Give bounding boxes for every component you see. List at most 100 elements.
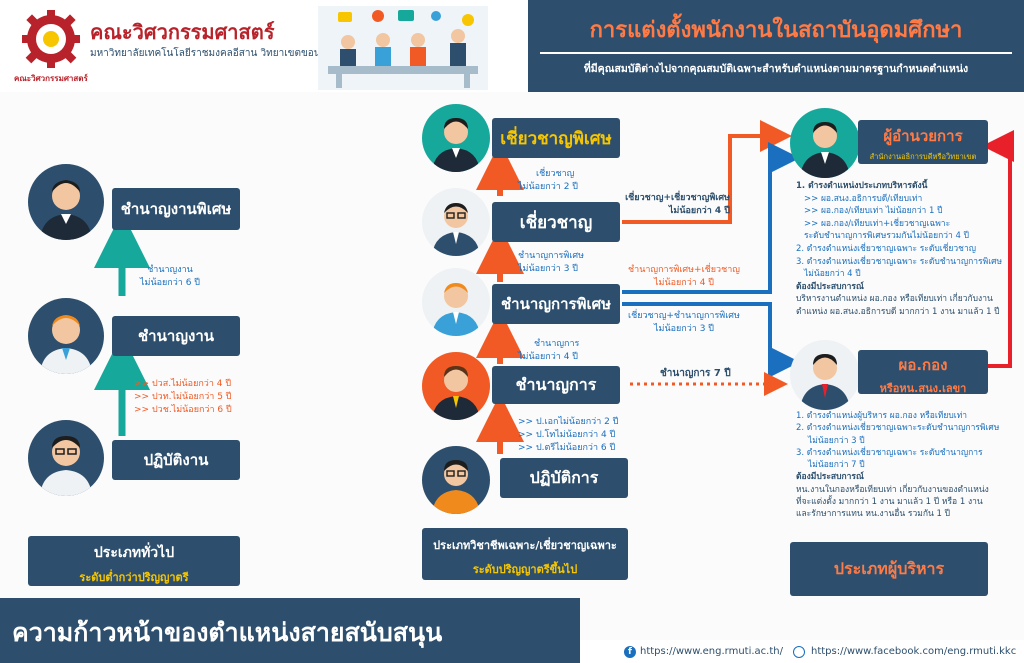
division-req-4: 3. ดำรงตำแหน่งเชี่ยวชาญเฉพาะ ระดับชำนาญก… <box>796 447 983 458</box>
avatar-director <box>790 108 860 178</box>
division-req-5: ไม่น้อยกว่า 7 ปี <box>808 460 865 471</box>
director-req-4: >> ผอ.กอง/เทียบเท่า+เชี่ยวชาญเฉพาะ <box>804 218 951 229</box>
title-divider <box>540 52 1012 54</box>
director-requirements: 1. ดำรงตำแหน่งประเภทบริหารดังนี้ >> ผอ.ส… <box>796 180 1002 319</box>
link-note-2: ชำนาญการพิเศษ+เชี่ยวชาญ ไม่น้อยกว่า 4 ปี <box>628 264 740 290</box>
position-prof-senior: ชำนาญการพิเศษ <box>492 284 620 324</box>
arrow-to-director-1 <box>622 120 792 224</box>
page-title: การแต่งตั้งพนักงานในสถาบันอุดมศึกษา <box>589 18 963 43</box>
position-general-special: ชำนาญงานพิเศษ <box>112 188 240 230</box>
avatar-division <box>790 340 860 410</box>
position-prof-professional: ชำนาญการ <box>492 366 620 404</box>
avatar-general-1 <box>28 164 104 240</box>
req-prof-1-a: เชี่ยวชาญ <box>536 169 575 179</box>
link-note-3-b: ไม่น้อยกว่า 3 ปี <box>653 324 714 334</box>
type-professional: ประเภทวิชาชีพเฉพาะ/เชี่ยวชาญเฉพาะ ระดับป… <box>422 528 628 580</box>
university-name: มหาวิทยาลัยเทคโนโลยีราชมงคลอีสาน วิทยาเข… <box>90 48 340 59</box>
position-general-skilled: ชำนาญงาน <box>112 316 240 356</box>
meeting-illustration <box>318 6 488 90</box>
req-prof-3-a: ชำนาญการ <box>534 339 580 349</box>
avatar-prof-4 <box>422 352 490 420</box>
logo-caption: คณะวิศวกรรมศาสตร์ <box>14 74 88 83</box>
division-sub: หรือหน.สนง.เลขา <box>879 382 967 395</box>
director-req-8: ไม่น้อยกว่า 4 ปี <box>804 269 861 280</box>
req-general-top: ชำนาญงาน ไม่น้อยกว่า 6 ปี <box>140 264 200 290</box>
avatar-general-2 <box>28 298 104 374</box>
link-note-1-a: เชี่ยวชาญ+เชี่ยวชาญพิเศษ <box>625 193 730 203</box>
link-note-1: เชี่ยวชาญ+เชี่ยวชาญพิเศษ ไม่น้อยกว่า 4 ป… <box>622 192 730 218</box>
director-sub: สำนักงานอธิการบดีหรือวิทยาเขต <box>869 152 977 161</box>
website-link[interactable]: https://www.eng.rmuti.ac.th/ <box>640 646 783 657</box>
director-exp-title: ต้องมีประสบการณ์ <box>796 281 864 292</box>
facebook-icon: f <box>624 645 636 658</box>
arrow-division-to-director <box>982 130 1014 368</box>
req-general-top-2: ไม่น้อยกว่า 6 ปี <box>140 278 201 288</box>
type-general-label: ประเภททั่วไป <box>93 545 175 561</box>
director-req-5: ระดับชำนาญการพิเศษรวมกันไม่น้อยกว่า 4 ปี <box>804 231 969 242</box>
facebook-link[interactable]: https://www.facebook.com/eng.rmuti.kkc <box>810 646 1017 657</box>
division-exp-2: ที่จะแต่งตั้ง มากกว่า 1 งาน มาแล้ว 1 ปี … <box>796 497 983 508</box>
req-general-bottom-1: >> ปวส.ไม่น้อยกว่า 4 ปี <box>134 379 232 389</box>
req-prof-3: ชำนาญการ ไม่น้อยกว่า 4 ปี <box>518 338 579 364</box>
footer-title: ความก้าวหน้าของตำแหน่งสายสนับสนุน <box>12 618 443 647</box>
req-general-bottom-3: >> ปวช.ไม่น้อยกว่า 6 ปี <box>134 405 232 415</box>
position-prof-expert: เชี่ยวชาญ <box>492 202 620 242</box>
avatar-prof-2 <box>422 188 490 256</box>
director-exp-2: ตำแหน่ง ผอ.สนง.อธิการบดี มากกว่า 1 งาน ม… <box>796 306 1000 317</box>
arrow-to-director-2 <box>622 142 800 294</box>
director-req-1: 1. ดำรงตำแหน่งประเภทบริหารดังนี้ <box>796 181 928 191</box>
req-prof-4-a: >> ป.เอกไม่น้อยกว่า 2 ปี <box>518 417 619 427</box>
director-exp-1: บริหารงานตำแหน่ง ผอ.กอง หรือเทียบเท่า เก… <box>796 294 993 305</box>
req-prof-4-c: >> ป.ตรีไม่น้อยกว่า 6 ปี <box>518 443 616 453</box>
division-req-3: ไม่น้อยกว่า 3 ปี <box>808 435 865 446</box>
req-prof-4-b: >> ป.โทไม่น้อยกว่า 4 ปี <box>518 430 616 440</box>
director-req-6: 2. ดำรงตำแหน่งเชี่ยวชาญเฉพาะ ระดับเชี่ยว… <box>796 243 976 254</box>
link-note-2-b: ไม่น้อยกว่า 4 ปี <box>653 278 714 288</box>
type-professional-sub: ระดับปริญญาตรีขึ้นไป <box>472 563 578 576</box>
arrow-to-division <box>622 302 800 378</box>
title-banner: การแต่งตั้งพนักงานในสถาบันอุดมศึกษา ที่ม… <box>528 0 1024 92</box>
director-req-3: >> ผอ.กอง/เทียบเท่า ไม่น้อยกว่า 1 ปี <box>804 206 943 217</box>
position-division: ผอ.กอง หรือหน.สนง.เลขา <box>858 350 988 395</box>
position-general-operation: ปฏิบัติงาน <box>112 440 240 480</box>
faculty-name: คณะวิศวกรรมศาสตร์ <box>90 20 275 44</box>
division-req-1: 1. ดำรงตำแหน่งผู้บริหาร ผอ.กอง หรือเทียบ… <box>796 411 968 421</box>
division-exp-1: หน.งานในกองหรือเทียบเท่า เกี่ยวกับงานของ… <box>796 484 989 495</box>
req-prof-2-b: ไม่น้อยกว่า 3 ปี <box>518 264 579 274</box>
division-title: ผอ.กอง <box>898 356 948 374</box>
division-requirements: 1. ดำรงตำแหน่งผู้บริหาร ผอ.กอง หรือเทียบ… <box>796 410 999 521</box>
director-title: ผู้อำนวยการ <box>883 127 963 145</box>
req-prof-2-a: ชำนาญการพิเศษ <box>518 251 585 261</box>
avatar-prof-5 <box>422 446 490 514</box>
division-req-2: 2. ดำรงตำแหน่งเชี่ยวชาญเฉพาะระดับชำนาญกา… <box>796 423 1000 434</box>
faculty-logo <box>20 8 82 70</box>
avatar-general-3 <box>28 420 104 496</box>
link-note-2-a: ชำนาญการพิเศษ+เชี่ยวชาญ <box>628 265 740 275</box>
director-req-2: >> ผอ.สนง.อธิการบดี/เทียบเท่า <box>804 193 923 204</box>
req-prof-1-b: ไม่น้อยกว่า 2 ปี <box>518 182 579 192</box>
link-note-3: เชี่ยวชาญ+ชำนาญการพิเศษ ไม่น้อยกว่า 3 ปี <box>628 310 740 336</box>
type-executive: ประเภทผู้บริหาร <box>790 542 988 596</box>
division-exp-3: และรักษาการแทน หน.งานอื่น รวมกัน 1 ปี <box>796 509 950 520</box>
req-general-top-1: ชำนาญงาน <box>147 265 193 275</box>
type-general-sub: ระดับต่ำกว่าปริญญาตรี <box>79 571 189 584</box>
req-prof-3-b: ไม่น้อยกว่า 4 ปี <box>518 352 579 362</box>
page-subtitle: ที่มีคุณสมบัติต่างไปจากคุณสมบัติเฉพาะสำห… <box>583 63 969 75</box>
avatar-prof-3 <box>422 268 490 336</box>
footer-title-bar: ความก้าวหน้าของตำแหน่งสายสนับสนุน <box>0 598 580 663</box>
type-general: ประเภททั่วไป ระดับต่ำกว่าปริญญาตรี <box>28 536 240 586</box>
avatar-prof-1 <box>422 104 490 172</box>
position-director: ผู้อำนวยการ สำนักงานอธิการบดีหรือวิทยาเข… <box>858 120 988 164</box>
division-exp-title: ต้องมีประสบการณ์ <box>796 472 864 483</box>
link-note-1-b: ไม่น้อยกว่า 4 ปี <box>668 206 730 216</box>
link-note-3-a: เชี่ยวชาญ+ชำนาญการพิเศษ <box>628 311 740 321</box>
footer-links-bar: f https://www.eng.rmuti.ac.th/ https://w… <box>580 640 1024 663</box>
director-req-7: 3. ดำรงตำแหน่งเชี่ยวชาญเฉพาะ ระดับชำนาญก… <box>796 256 1003 267</box>
req-prof-4: >> ป.เอกไม่น้อยกว่า 2 ปี >> ป.โทไม่น้อยก… <box>518 416 618 455</box>
position-prof-expert-special: เชี่ยวชาญพิเศษ <box>492 118 620 158</box>
req-prof-1: เชี่ยวชาญ ไม่น้อยกว่า 2 ปี <box>518 168 578 194</box>
type-professional-label: ประเภทวิชาชีพเฉพาะ/เชี่ยวชาญเฉพาะ <box>433 539 617 552</box>
req-general-bottom: >> ปวส.ไม่น้อยกว่า 4 ปี >> ปวท.ไม่น้อยกว… <box>134 378 232 417</box>
req-prof-2: ชำนาญการพิเศษ ไม่น้อยกว่า 3 ปี <box>518 250 584 276</box>
